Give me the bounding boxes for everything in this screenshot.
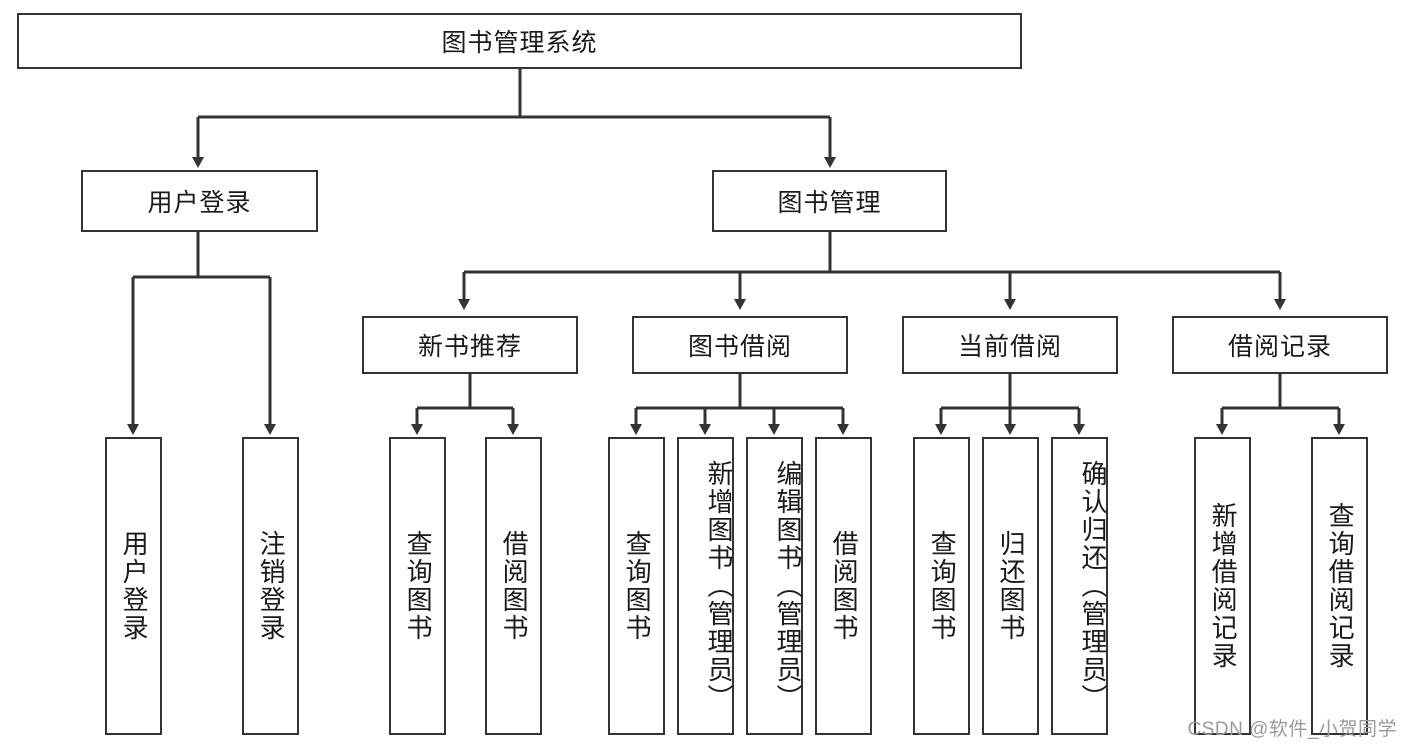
- node-book-manage-label: 图书管理: [777, 189, 882, 217]
- leaf-query-book-3[interactable]: 查询图书: [913, 437, 970, 735]
- leaf-user-logout[interactable]: 注销登录: [242, 437, 299, 735]
- leaf-user-login-label: 用户登录: [119, 530, 150, 642]
- leaf-return-book[interactable]: 归还图书: [982, 437, 1039, 735]
- leaf-confirm-return[interactable]: 确认归还（管理员）: [1051, 437, 1108, 735]
- node-user-login-label: 用户登录: [147, 189, 252, 217]
- node-book-manage[interactable]: 图书管理: [712, 170, 947, 232]
- leaf-borrow-book-2-label: 借阅图书: [829, 530, 860, 642]
- leaf-edit-book-label: 编辑图书（管理员）: [773, 460, 803, 712]
- node-book-borrow[interactable]: 图书借阅: [632, 316, 848, 374]
- leaf-add-book-label: 新增图书（管理员）: [704, 460, 734, 712]
- leaf-add-record-label: 新增借阅记录: [1208, 502, 1239, 670]
- leaf-add-record[interactable]: 新增借阅记录: [1194, 437, 1251, 735]
- leaf-query-book-3-label: 查询图书: [927, 530, 958, 642]
- leaf-borrow-book-1-label: 借阅图书: [499, 530, 530, 642]
- leaf-add-book[interactable]: 新增图书（管理员）: [677, 437, 734, 735]
- leaf-user-logout-label: 注销登录: [256, 530, 287, 642]
- leaf-query-book-1[interactable]: 查询图书: [389, 437, 446, 735]
- leaf-edit-book[interactable]: 编辑图书（管理员）: [746, 437, 803, 735]
- watermark: CSDN @软件_小贺同学: [1187, 719, 1397, 740]
- leaf-query-record[interactable]: 查询借阅记录: [1311, 437, 1368, 735]
- leaf-query-book-1-label: 查询图书: [403, 530, 434, 642]
- node-user-login[interactable]: 用户登录: [81, 170, 318, 232]
- node-borrow-record[interactable]: 借阅记录: [1172, 316, 1388, 374]
- leaf-borrow-book-1[interactable]: 借阅图书: [485, 437, 542, 735]
- node-new-book-rec[interactable]: 新书推荐: [362, 316, 578, 374]
- node-new-book-rec-label: 新书推荐: [417, 333, 522, 361]
- leaf-user-login[interactable]: 用户登录: [105, 437, 162, 735]
- node-root-label: 图书管理系统: [441, 29, 598, 57]
- node-current-borrow[interactable]: 当前借阅: [902, 316, 1118, 374]
- leaf-confirm-return-label: 确认归还（管理员）: [1078, 460, 1108, 712]
- node-current-borrow-label: 当前借阅: [957, 333, 1062, 361]
- leaf-borrow-book-2[interactable]: 借阅图书: [815, 437, 872, 735]
- leaf-return-book-label: 归还图书: [996, 530, 1027, 642]
- leaf-query-book-2-label: 查询图书: [622, 530, 653, 642]
- leaf-query-record-label: 查询借阅记录: [1325, 502, 1356, 670]
- node-root[interactable]: 图书管理系统: [17, 13, 1022, 69]
- leaf-query-book-2[interactable]: 查询图书: [608, 437, 665, 735]
- node-book-borrow-label: 图书借阅: [687, 333, 792, 361]
- node-borrow-record-label: 借阅记录: [1227, 333, 1332, 361]
